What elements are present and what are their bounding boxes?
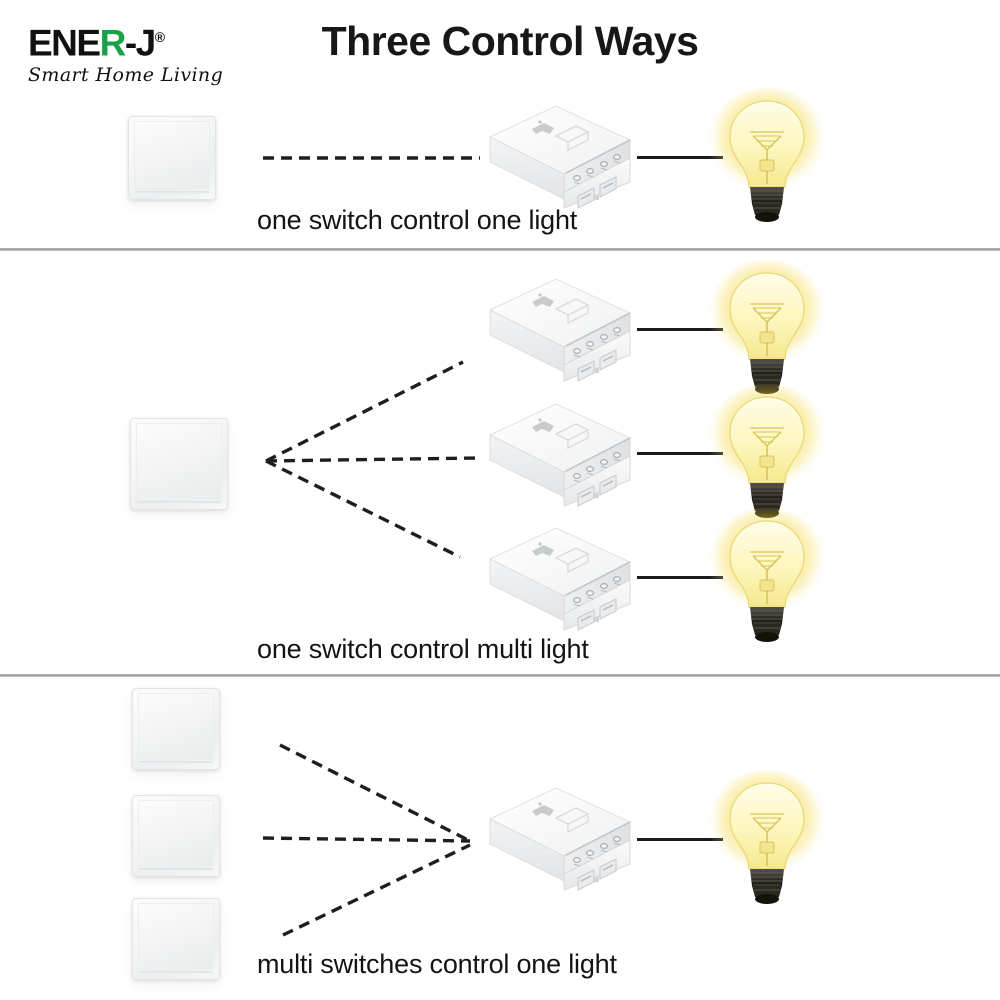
dashed-link-s2-top bbox=[265, 360, 464, 463]
wire-relay-to-bulb-s2-3 bbox=[637, 576, 723, 579]
brand-name-part2: -J bbox=[124, 22, 156, 64]
brand-wordmark: ENER-J® bbox=[28, 18, 238, 62]
section-divider-2 bbox=[0, 674, 1000, 677]
relay-module-s2-1[interactable] bbox=[478, 273, 643, 385]
wire-relay-to-bulb-s1 bbox=[637, 156, 723, 159]
sidebar-item-switch-s1-1[interactable] bbox=[128, 116, 216, 200]
relay-module-s2-2[interactable] bbox=[478, 398, 643, 510]
section-caption-3: multi switches control one light bbox=[257, 949, 617, 979]
light-bulb-s2-3 bbox=[697, 508, 837, 648]
page-title: Three Control Ways bbox=[321, 18, 699, 64]
brand-name-green-letter: R bbox=[99, 22, 127, 64]
sidebar-item-switch-s2-1[interactable] bbox=[130, 418, 228, 510]
light-bulb-s2-1 bbox=[697, 260, 837, 400]
light-bulb-s2-2 bbox=[697, 384, 837, 524]
sidebar-item-switch-s3-3[interactable] bbox=[132, 898, 220, 980]
dashed-link-s2-bot bbox=[265, 459, 461, 559]
dashed-link-s3-bot bbox=[282, 843, 471, 937]
wire-relay-to-bulb-s3 bbox=[637, 838, 723, 841]
relay-module-s3-1[interactable] bbox=[478, 782, 643, 894]
relay-module-s2-3[interactable] bbox=[478, 522, 643, 634]
section-caption-2: one switch control multi light bbox=[257, 634, 589, 664]
light-bulb-s3-1 bbox=[697, 770, 837, 910]
wire-relay-to-bulb-s2-1 bbox=[637, 328, 723, 331]
dashed-link-s3-top bbox=[279, 743, 471, 843]
dashed-link-s3-mid bbox=[262, 836, 471, 843]
section-divider-1 bbox=[0, 248, 1000, 251]
light-bulb-s1-1 bbox=[697, 88, 837, 228]
brand-tagline: Smart Home Living bbox=[28, 64, 224, 87]
wire-relay-to-bulb-s2-2 bbox=[637, 452, 723, 455]
brand-logo: ENER-J® Smart Home Living bbox=[28, 18, 238, 87]
sidebar-item-switch-s3-2[interactable] bbox=[132, 795, 220, 877]
relay-module-s1-1[interactable] bbox=[478, 100, 643, 212]
registered-trademark-icon: ® bbox=[154, 29, 166, 45]
section-caption-1: one switch control one light bbox=[257, 205, 578, 235]
brand-name-part1: ENE bbox=[28, 22, 101, 64]
sidebar-item-switch-s3-1[interactable] bbox=[132, 688, 220, 770]
dashed-link-s2-mid bbox=[265, 456, 479, 463]
